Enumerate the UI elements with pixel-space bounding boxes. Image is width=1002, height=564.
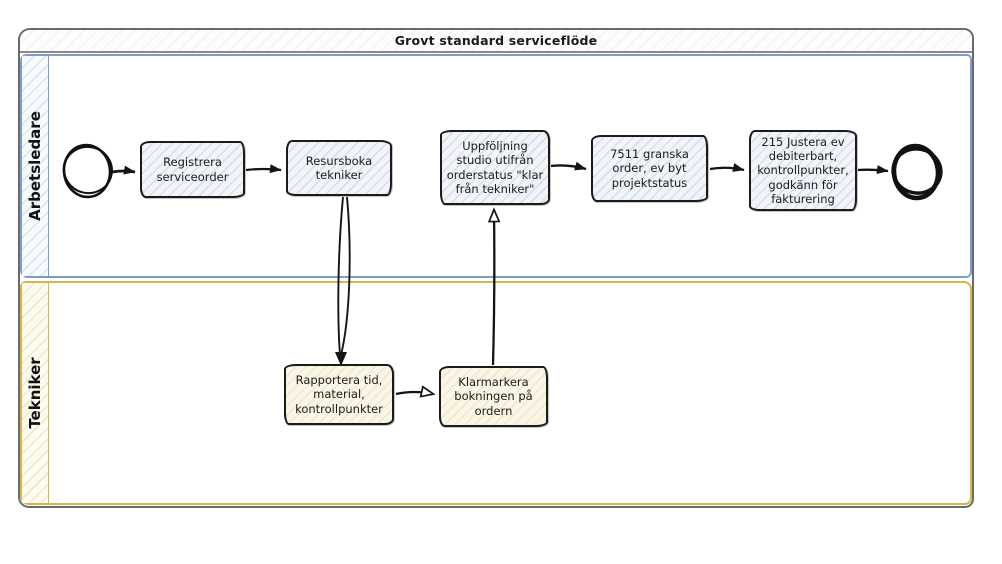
task-label: Rapportera tid, material, kontrollpunkte…	[295, 373, 383, 416]
task-label: 7511 granska order, ev byt projektstatus	[610, 147, 689, 190]
task-registrera-serviceorder[interactable]: Registrera serviceorder	[140, 141, 245, 198]
task-label: Uppföljning studio utifrån orderstatus "…	[446, 139, 544, 196]
lane-tekniker-label: Tekniker	[26, 357, 44, 429]
pool-title: Grovt standard serviceflöde	[20, 30, 972, 53]
task-rapportera-tid[interactable]: Rapportera tid, material, kontrollpunkte…	[284, 364, 394, 425]
task-resursboka-tekniker[interactable]: Resursboka tekniker	[286, 140, 392, 196]
lane-arbetsledare-label: Arbetsledare	[26, 111, 44, 221]
lane-arbetsledare-header: Arbetsledare	[22, 56, 49, 276]
task-label: Registrera serviceorder	[156, 155, 229, 184]
task-label: Resursboka tekniker	[305, 153, 373, 182]
task-7511-granska-order[interactable]: 7511 granska order, ev byt projektstatus	[591, 135, 708, 202]
task-klarmarkera-bokningen[interactable]: Klarmarkera bokningen på ordern	[439, 366, 548, 427]
lane-tekniker-header: Tekniker	[22, 283, 49, 503]
task-uppfoljning-studio[interactable]: Uppföljning studio utifrån orderstatus "…	[440, 130, 550, 205]
task-215-justera-debiterbart[interactable]: 215 Justera ev debiterbart, kontrollpunk…	[749, 130, 857, 211]
task-label: 215 Justera ev debiterbart, kontrollpunk…	[757, 135, 849, 206]
task-label: Klarmarkera bokningen på ordern	[454, 375, 533, 418]
